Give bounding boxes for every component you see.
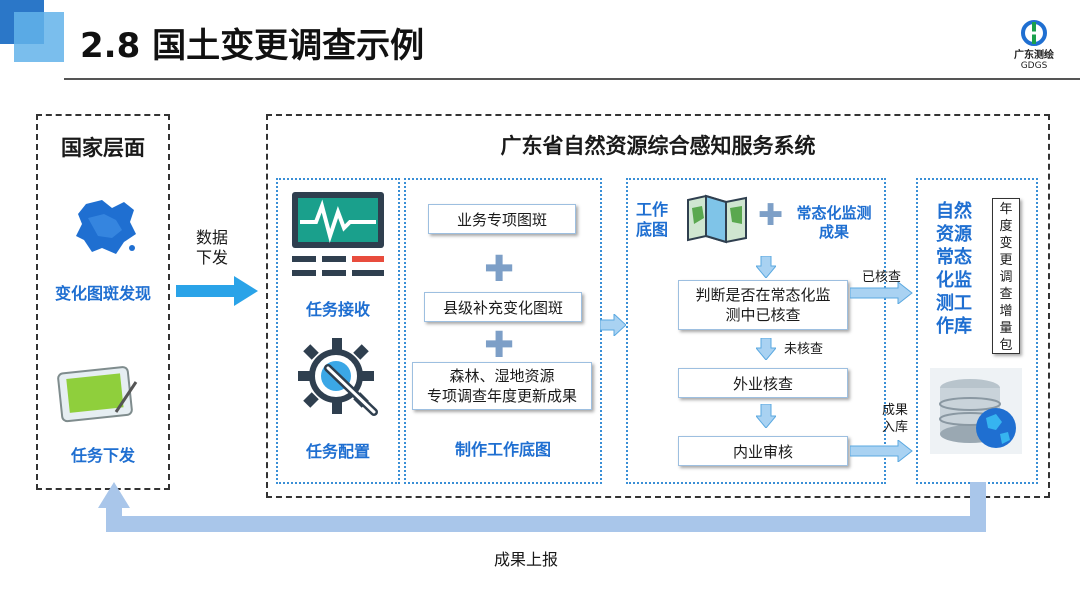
logo: 广东测绘 GDGS [1004,20,1064,72]
db-title-line4: 化监 [936,270,972,291]
database-globe-icon [930,368,1022,454]
vchar-9: 包 [999,338,1013,353]
work-base-line2: 底图 [636,220,669,239]
vchar-3: 变 [999,236,1013,251]
monitor-icon [292,192,384,276]
internal-review-box: 内业审核 [678,436,848,466]
down-arrow-1 [756,256,776,278]
field-check-box: 外业核查 [678,368,848,398]
make-base-map: 制作工作底图 [454,440,551,459]
db-title-line1: 自然 [936,201,972,222]
gear-wrench-icon [298,338,378,416]
vchar-1: 年 [999,202,1013,217]
forest-wetland-line2: 专项调查年度更新成果 [426,387,577,405]
judge-box: 判断是否在常态化监 测中已核查 [678,280,848,330]
task-config: 任务配置 [305,442,370,461]
down-arrow-3 [756,404,776,428]
work-base-line1: 工作 [636,200,669,219]
vchar-6: 查 [999,287,1013,302]
map-icon [76,200,136,254]
task-column [276,178,400,484]
db-title-line2: 资源 [936,224,972,245]
db-title-line3: 常态 [936,247,972,268]
unchecked-label: 未核查 [784,342,824,357]
page-title: 2.8 国土变更调查示例 [80,26,425,66]
vchar-8: 量 [999,321,1013,336]
tablet-icon [57,366,138,423]
national-heading: 国家层面 [61,136,145,160]
task-receive: 任务接收 [305,300,370,319]
header-decoration [0,0,64,64]
county-patch-box: 县级补充变化图斑 [424,292,582,322]
dispatch-arrow [176,276,258,306]
db-title-line5: 测工 [936,293,972,314]
checked-label: 已核查 [862,270,902,285]
db-title: 自然 资源 常态 化监 测工 作库 [926,200,982,338]
data-dispatch-label: 数据 下发 [190,228,234,268]
plus-icon-2: ✚ [484,325,515,366]
vchar-7: 增 [999,304,1013,319]
task-dispatch: 任务下发 [70,446,135,465]
monitoring-result-label: 常态化监测 成果 [786,204,882,242]
result-report-label: 成果上报 [494,550,559,569]
feedback-arrow [98,482,986,532]
judge-line2: 测中已核查 [725,306,801,324]
result-arrow [850,440,913,462]
base-map-column [404,178,602,484]
logo-text: 广东测绘 [1014,50,1054,61]
monitoring-line1: 常态化监测 [796,204,872,222]
result-storage-line1: 成果 [882,403,909,418]
verification-column [626,178,886,484]
flow-arrow-col2-col3 [600,314,626,336]
monitoring-line2: 成果 [818,223,849,241]
plus-icon-1: ✚ [484,249,515,290]
national-level-panel [36,114,170,490]
vchar-4: 更 [999,253,1013,268]
title-underline [64,78,1080,80]
folded-map-icon [687,194,747,244]
logo-icon [1021,20,1047,46]
system-panel [266,114,1050,498]
result-storage-line2: 入库 [882,420,909,435]
vchar-5: 调 [999,270,1013,285]
data-dispatch-line1: 数据 [195,228,228,247]
work-base-map-label: 工作 底图 [636,200,668,240]
plus-icon-3: ✚ [758,198,784,233]
business-patch-box: 业务专项图斑 [428,204,576,234]
forest-wetland-line1: 森林、湿地资源 [449,367,555,385]
system-title: 广东省自然资源综合感知服务系统 [500,134,816,158]
judge-line1: 判断是否在常态化监 [695,286,831,304]
result-storage-label: 成果 入库 [882,402,908,436]
annual-increment-box: 年 度 变 更 调 查 增 量 包 [992,198,1020,354]
checked-arrow [850,282,913,304]
logo-sub: GDGS [1020,61,1048,71]
vchar-2: 度 [999,219,1013,234]
down-arrow-2 [756,338,776,360]
data-dispatch-line2: 下发 [195,248,228,267]
forest-wetland-box: 森林、湿地资源 专项调查年度更新成果 [412,362,592,410]
db-title-line6: 作库 [936,316,972,337]
change-patch-discovery: 变化图斑发现 [54,284,151,303]
